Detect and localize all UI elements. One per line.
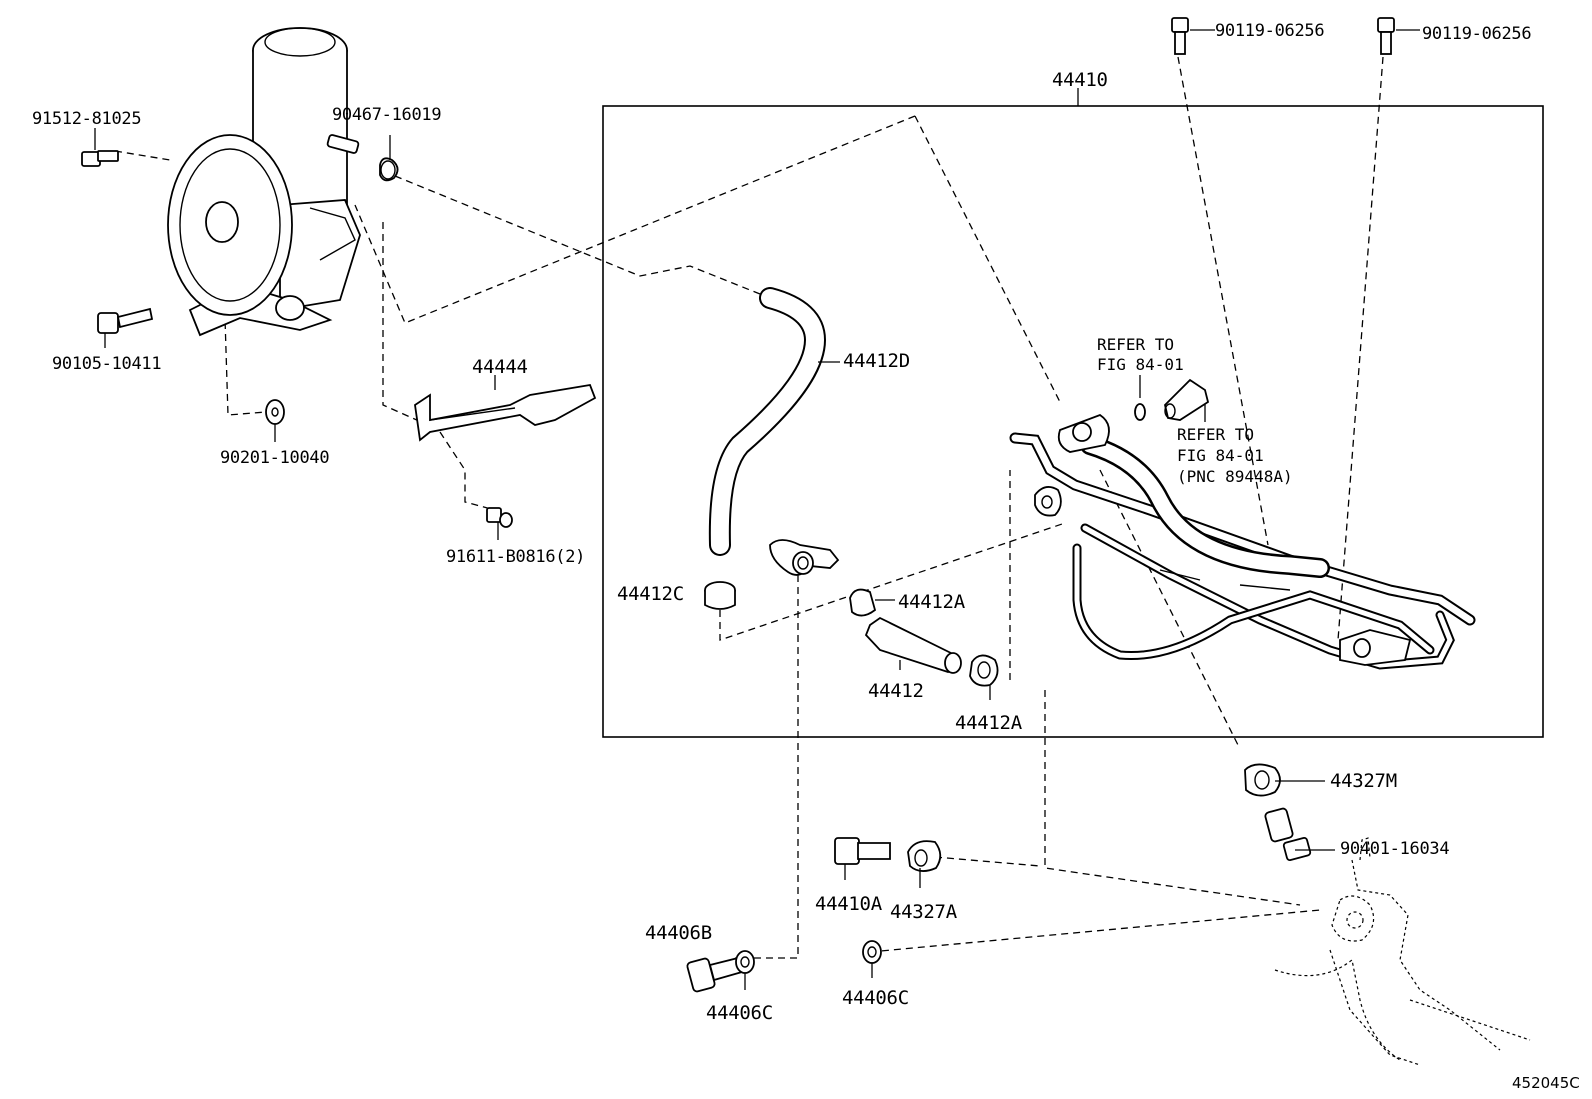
pressure-tube-assembly <box>1009 413 1476 670</box>
assembly-frame <box>602 105 1544 738</box>
washer-pump <box>265 399 285 425</box>
hose-clamp-c <box>704 581 736 610</box>
union-bolt-b <box>686 956 744 993</box>
label-gasket-right: 44406C <box>842 987 909 1009</box>
refer-lower-line1: REFER TO <box>1177 425 1254 444</box>
pressure-switch <box>1164 378 1210 421</box>
pump-clamp <box>379 157 399 182</box>
label-union-bolt: 90401-16034 <box>1340 839 1449 859</box>
label-bolt-top-right: 90119-06256 <box>1422 24 1531 44</box>
label-union-bolt-a: 44410A <box>815 893 883 915</box>
label-clamp-a-lower: 44412A <box>955 712 1023 734</box>
bolt-pump-side <box>97 307 154 334</box>
bolt-bracket <box>486 507 513 528</box>
label-gasket-left: 44406C <box>706 1002 773 1024</box>
label-stud-pump: 90467-16019 <box>332 105 441 125</box>
connection-lines <box>114 56 1384 959</box>
label-bolt-top-left: 90119-06256 <box>1215 21 1324 41</box>
refer-lower-line2: FIG 84-01 <box>1177 446 1264 465</box>
label-hose-suction: 44412D <box>843 350 910 372</box>
inlet-fitting <box>769 539 840 576</box>
gasket-right <box>862 940 882 964</box>
steering-gear-ghost <box>1274 837 1531 1066</box>
label-clamp-a: 44327A <box>890 901 958 923</box>
figure-id: 452045C <box>1512 1074 1580 1092</box>
label-bolt-pump-top: 91512-81025 <box>32 109 141 129</box>
bolt-pump-top <box>81 150 119 167</box>
clamp-a-upper <box>849 588 877 617</box>
label-washer-pump: 90201-10040 <box>220 448 329 468</box>
suction-hose <box>708 287 827 556</box>
label-bolt-pump-side: 90105-10411 <box>52 354 161 374</box>
power-steering-pump <box>167 27 361 337</box>
refer-lower-line3: (PNC 89448A) <box>1177 467 1293 486</box>
label-union-bolt-b: 44406B <box>645 922 712 944</box>
label-leaders <box>94 29 1420 990</box>
label-clamp-gear: 44327M <box>1330 770 1397 792</box>
refer-upper-line2: FIG 84-01 <box>1097 355 1184 374</box>
label-bracket: 44444 <box>472 356 528 378</box>
gasket-left <box>735 950 755 974</box>
label-hose-short: 44412 <box>868 680 924 702</box>
refer-upper-line1: REFER TO <box>1097 335 1174 354</box>
o-ring <box>1134 403 1146 421</box>
label-clamp-hose: 44412C <box>617 583 684 605</box>
label-assembly: 44410 <box>1052 69 1108 91</box>
short-hose <box>864 616 962 674</box>
union-bolt-90401 <box>1264 807 1312 862</box>
bracket <box>414 383 597 442</box>
clamp-a-lower <box>969 654 999 687</box>
pump-stud <box>326 134 360 154</box>
bolt-top-right <box>1377 17 1395 55</box>
label-bolt-bracket: 91611-B0816(2) <box>446 547 585 567</box>
clamp-a <box>907 840 942 872</box>
union-bolt-a <box>834 837 891 865</box>
bolt-top-left <box>1171 17 1189 55</box>
gear-clamp-m <box>1244 763 1281 797</box>
label-clamp-a-upper: 44412A <box>898 591 966 613</box>
